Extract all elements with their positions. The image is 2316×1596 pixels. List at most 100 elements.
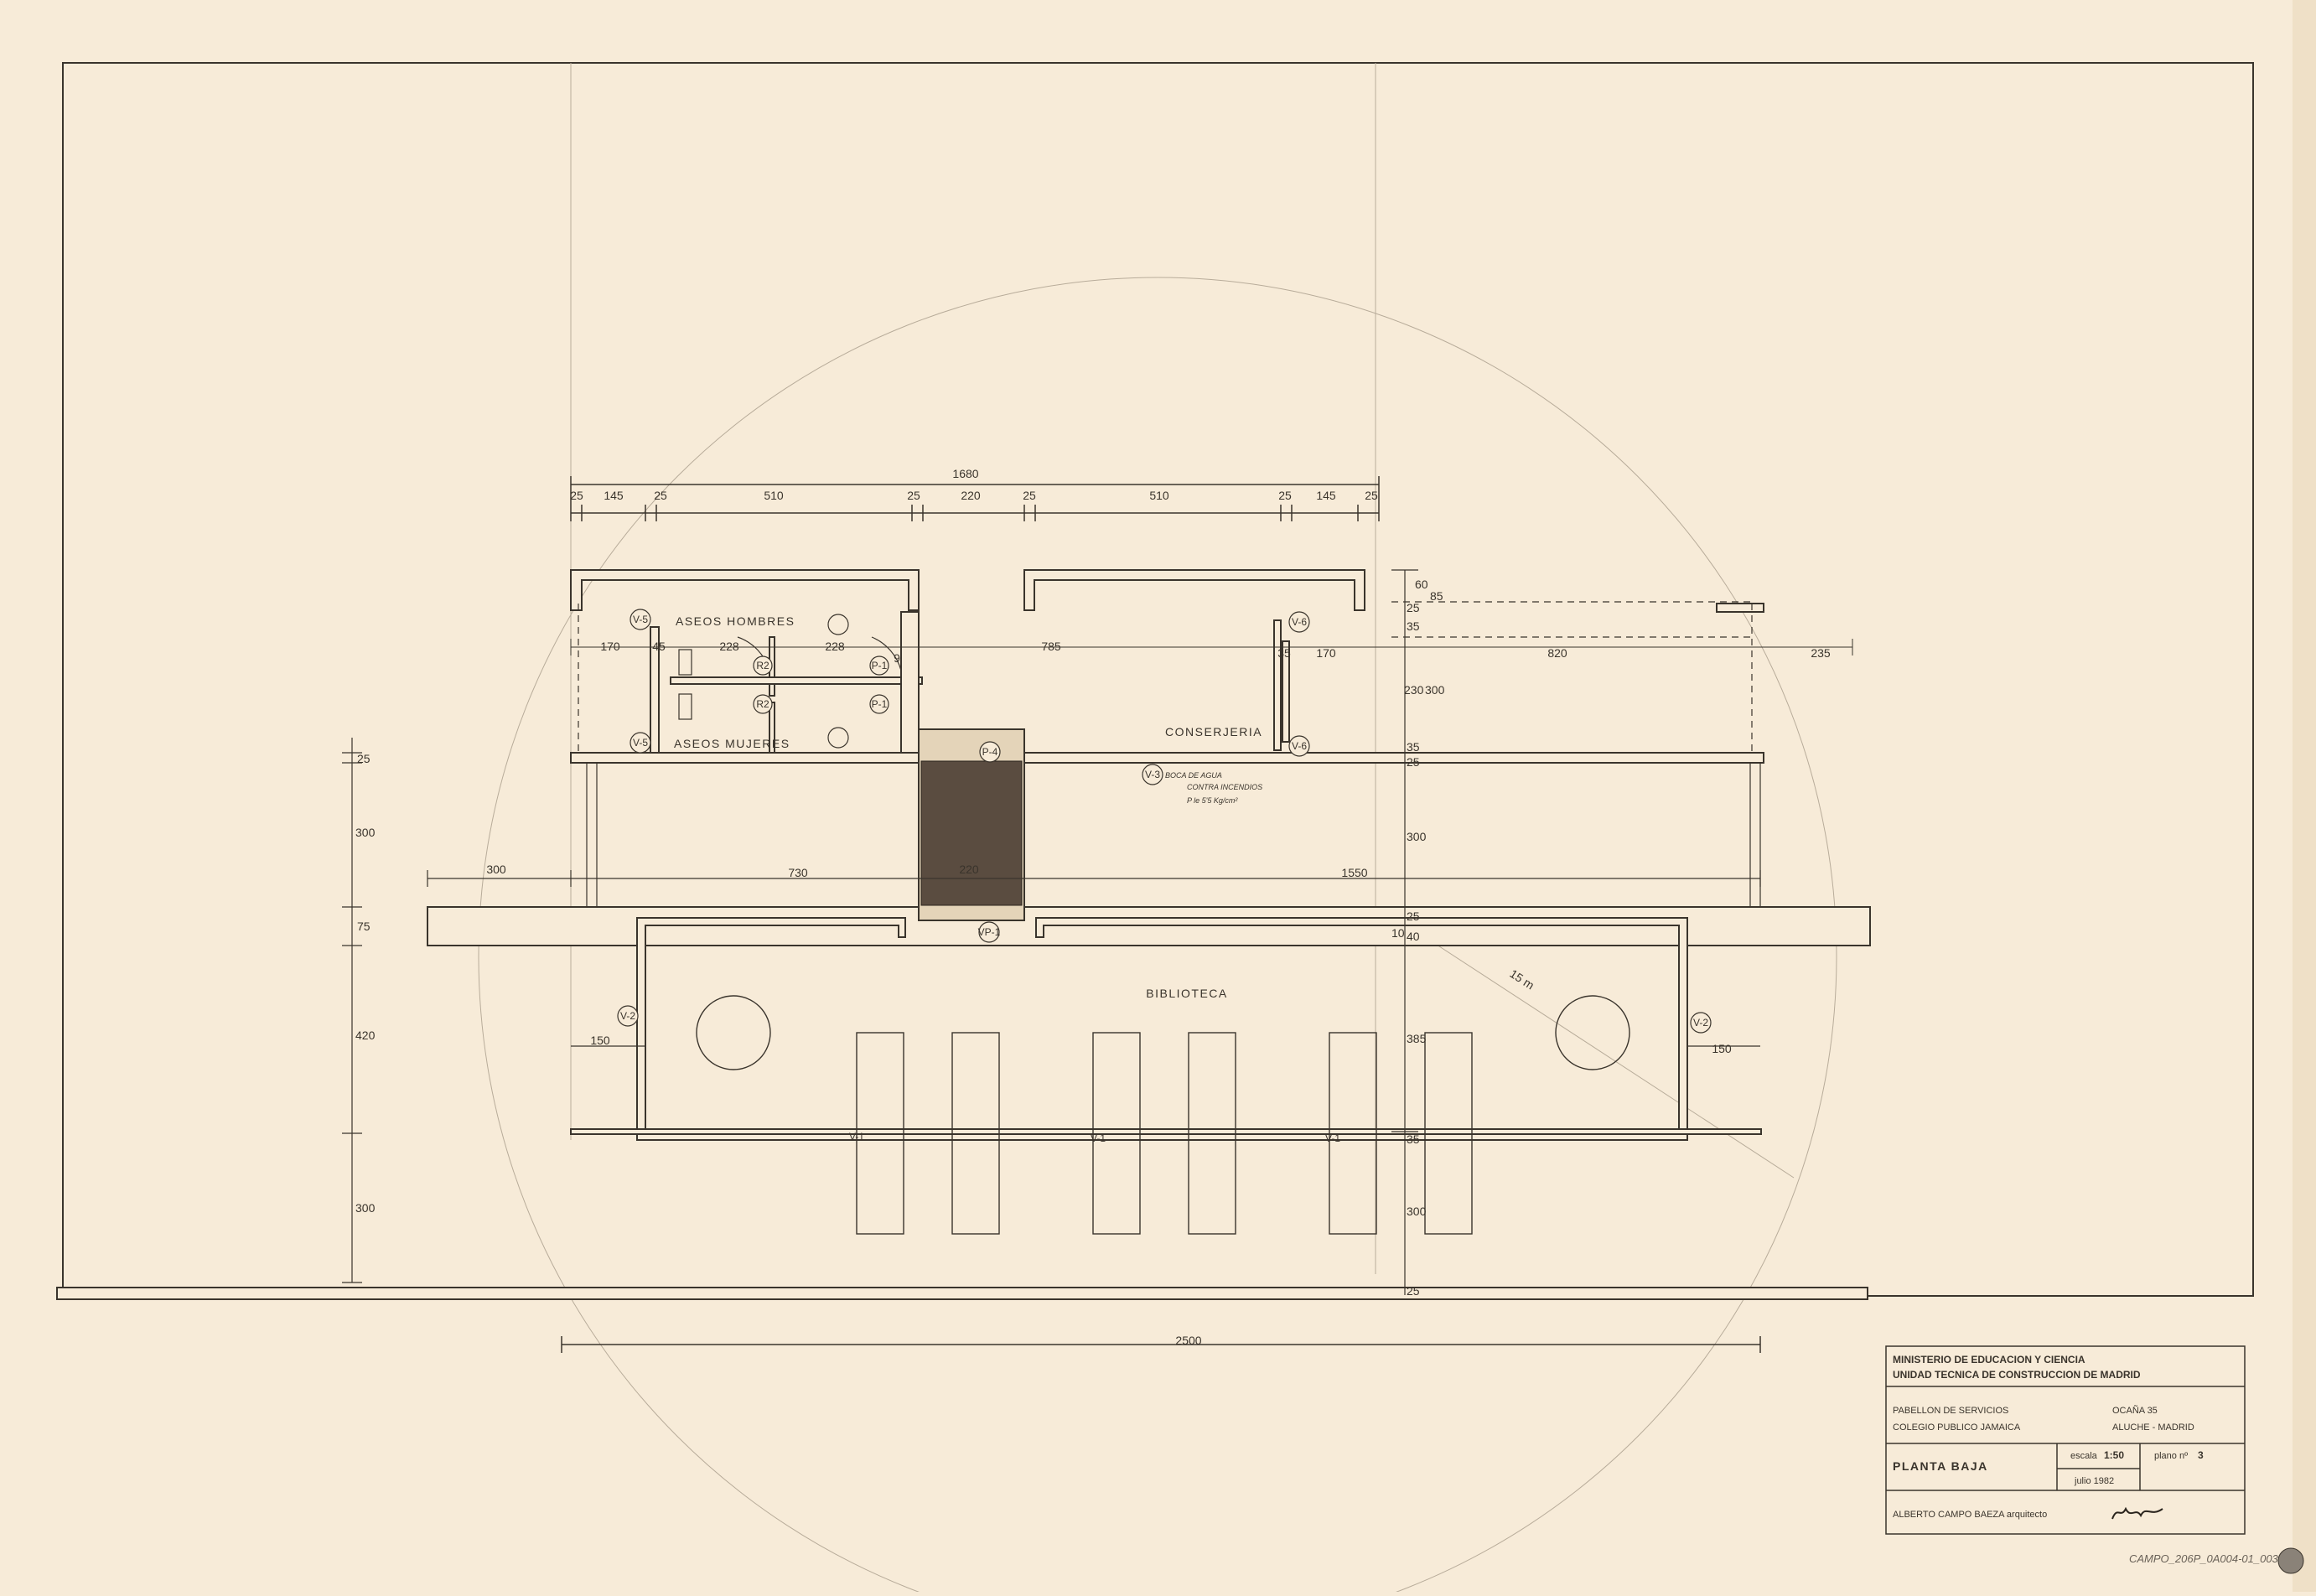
dim-m-220: 220	[959, 863, 979, 876]
dim-r-35c: 35	[1407, 1132, 1420, 1146]
dim-top-4: 510	[764, 489, 784, 502]
tb-address-1: OCAÑA 35	[2112, 1405, 2158, 1416]
tb-scale-label: escala	[2070, 1451, 2098, 1461]
tb-project-2: COLEGIO PUBLICO JAMAICA	[1893, 1422, 2021, 1433]
dim-i-170b: 170	[1316, 646, 1336, 660]
dim-m-150b: 150	[1712, 1042, 1732, 1055]
dim-top-8: 510	[1149, 489, 1169, 502]
dim-total-1680: 1680	[952, 467, 978, 480]
tag-v6-bottom: V-6	[1292, 740, 1307, 752]
tb-ministry: MINISTERIO DE EDUCACION Y CIENCIA	[1893, 1354, 2085, 1365]
dim-m-300: 300	[486, 863, 506, 876]
dim-i-785: 785	[1041, 640, 1061, 653]
dim-r-25c: 25	[1407, 909, 1420, 923]
dim-i-820: 820	[1547, 646, 1567, 660]
tag-v6-top: V-6	[1292, 616, 1307, 628]
archive-code: CAMPO_206P_0A004-01_003	[2129, 1552, 2279, 1565]
dim-top-9: 25	[1278, 489, 1292, 502]
dim-top-7: 25	[1023, 489, 1036, 502]
dim-top-6: 220	[961, 489, 981, 502]
dim-m-1550: 1550	[1341, 866, 1367, 879]
dim-r-35b: 35	[1407, 740, 1420, 754]
dim-r-25b: 25	[1407, 755, 1420, 769]
room-label-library: BIBLIOTECA	[1146, 987, 1227, 1000]
dim-i-35: 35	[1277, 646, 1291, 660]
top-dimensions	[570, 476, 1380, 521]
dim-top-3: 25	[654, 489, 667, 502]
tag-v5-top: V-5	[633, 614, 648, 625]
entrance-mat	[920, 760, 1023, 906]
dim-r-40: 40	[1407, 930, 1420, 943]
room-label-women: ASEOS MUJERES	[674, 737, 790, 750]
dim-m-150a: 150	[590, 1034, 610, 1047]
tag-v1-b: V-1	[1091, 1132, 1106, 1144]
tag-r2-bottom: R2	[756, 698, 769, 710]
dim-top-11: 25	[1365, 489, 1378, 502]
dim-l-75: 75	[357, 920, 370, 933]
library-furniture	[696, 995, 1630, 1235]
tag-p1-top: P-1	[872, 660, 888, 671]
dim-r-60: 60	[1415, 578, 1428, 591]
dim-r-230: 230	[1404, 683, 1424, 697]
tb-plan-number: 3	[2198, 1449, 2204, 1461]
dim-i-228b: 228	[825, 640, 845, 653]
tag-p4: P-4	[982, 746, 998, 758]
tb-sheet-title: PLANTA BAJA	[1893, 1459, 1988, 1473]
note-line-1: BOCA DE AGUA	[1165, 771, 1222, 780]
dim-l-300b: 300	[355, 1201, 376, 1215]
dim-top-1: 25	[570, 489, 583, 502]
dim-r-25d: 25	[1407, 1284, 1420, 1298]
dim-i-228a: 228	[719, 640, 739, 653]
tb-unit: UNIDAD TECNICA DE CONSTRUCCION DE MADRID	[1893, 1369, 2141, 1381]
dim-m-730: 730	[788, 866, 808, 879]
tag-r2-top: R2	[756, 660, 769, 671]
tag-v2-right: V-2	[1693, 1017, 1708, 1029]
tb-project-1: PABELLON DE SERVICIOS	[1893, 1406, 2008, 1416]
architect-signature	[2111, 1506, 2163, 1520]
right-dimensions	[1391, 569, 1418, 1295]
room-label-concierge: CONSERJERIA	[1165, 725, 1262, 738]
tag-p1-bottom: P-1	[872, 698, 888, 710]
dim-i-45: 45	[652, 640, 666, 653]
note-line-3: P le 5'5 Kg/cm²	[1187, 796, 1238, 805]
tag-v3: V-3	[1145, 769, 1160, 780]
tb-architect: ALBERTO CAMPO BAEZA arquitecto	[1893, 1510, 2047, 1520]
dim-r-385: 385	[1407, 1032, 1427, 1045]
archive-seal-icon	[2277, 1547, 2304, 1574]
tb-date: julio 1982	[2074, 1476, 2114, 1486]
tag-v1-c: V-1	[1325, 1132, 1340, 1144]
dashed-outlines	[578, 601, 1753, 753]
room-label-men: ASEOS HOMBRES	[676, 614, 795, 628]
dim-r-25a: 25	[1407, 601, 1420, 614]
dim-top-10: 145	[1316, 489, 1336, 502]
note-line-2: CONTRA INCENDIOS	[1187, 783, 1262, 791]
dim-i-9: 9	[894, 651, 900, 665]
dim-top-5: 25	[907, 489, 920, 502]
left-dimensions	[342, 738, 362, 1283]
dim-i-235: 235	[1811, 646, 1831, 660]
dim-r-300a: 300	[1425, 683, 1445, 697]
interior-dimension-line	[570, 639, 1853, 656]
dim-r-35a: 35	[1407, 619, 1420, 633]
tag-v2-left: V-2	[620, 1010, 635, 1022]
title-block	[1885, 1345, 2246, 1535]
dim-l-300a: 300	[355, 826, 376, 839]
dim-l-25: 25	[357, 752, 370, 765]
tag-v5-bottom: V-5	[633, 737, 648, 749]
mid-dimension-line	[427, 870, 1761, 1047]
walls	[56, 569, 1871, 1300]
tb-plan-label: plano nº	[2154, 1451, 2188, 1461]
dim-r-300b: 300	[1407, 830, 1427, 843]
dim-r-10: 10	[1391, 926, 1405, 940]
tb-address-2: ALUCHE - MADRID	[2112, 1422, 2194, 1433]
tag-v1-a: V-1	[849, 1131, 864, 1143]
dim-r-85: 85	[1430, 589, 1443, 603]
dim-total-2500: 2500	[1175, 1334, 1201, 1347]
dim-i-170a: 170	[600, 640, 620, 653]
dim-l-420: 420	[355, 1029, 376, 1042]
bottom-dimension-line	[561, 1336, 1761, 1353]
tb-scale: 1:50	[2104, 1449, 2124, 1461]
dim-r-300c: 300	[1407, 1205, 1427, 1218]
